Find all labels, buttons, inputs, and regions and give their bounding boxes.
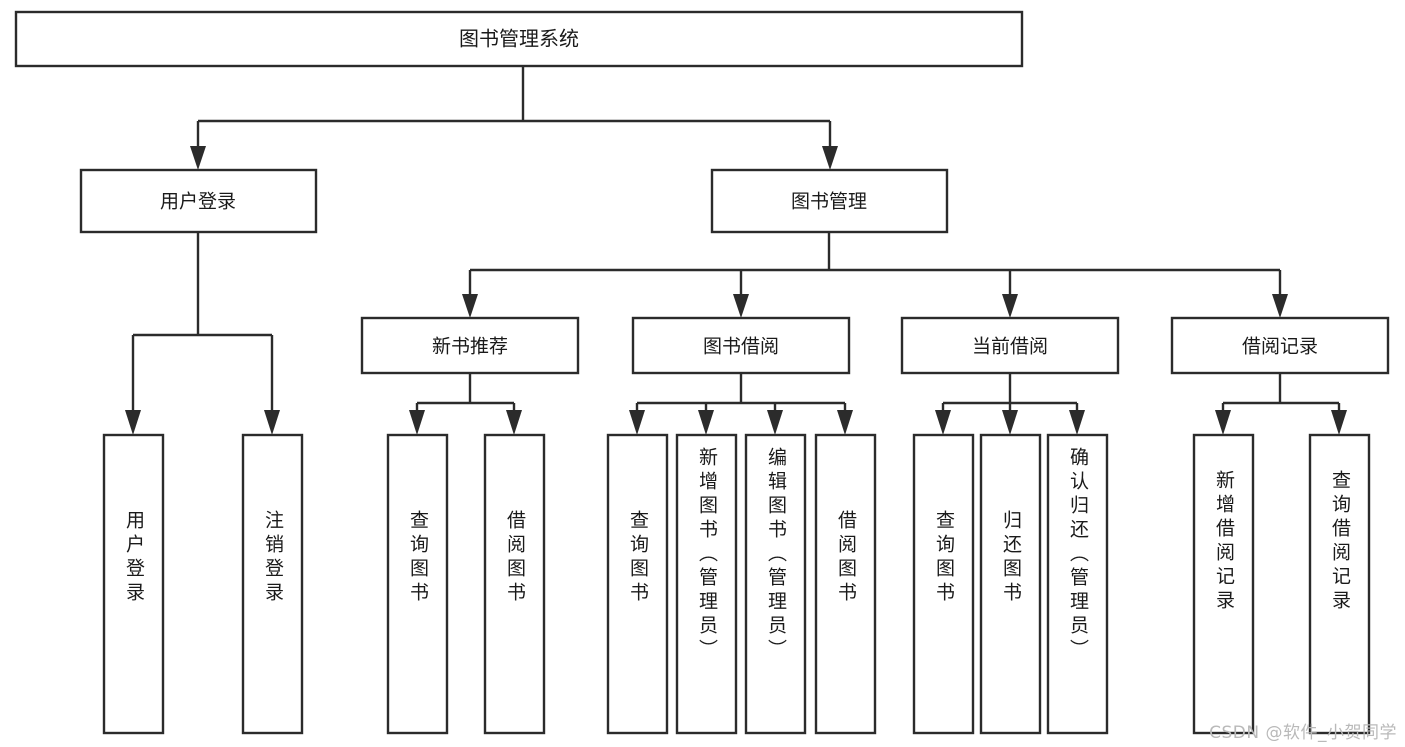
arrow-current-borrow bbox=[1002, 294, 1018, 318]
node-new-book-recommend: 新书推荐 bbox=[360, 316, 580, 375]
arrow-current-borrow-leaf-1 bbox=[935, 410, 951, 435]
node-user-login: 用户登录 bbox=[79, 168, 318, 234]
arrow-book-borrow-leaf-2 bbox=[698, 410, 714, 435]
leaf-box-book-borrow-3 bbox=[744, 433, 807, 735]
root-label: 图书管理系统 bbox=[459, 27, 579, 51]
book-manage-box bbox=[710, 168, 949, 234]
leaf-box-book-borrow-4 bbox=[814, 433, 877, 735]
node-book-borrow: 图书借阅 bbox=[631, 316, 851, 375]
leaf-box-user-login-2 bbox=[241, 433, 304, 735]
root-box bbox=[14, 10, 1024, 68]
csdn-watermark: CSDN @软件_小贺同学 bbox=[1209, 723, 1397, 743]
leaf-box-borrow-record-1 bbox=[1192, 433, 1255, 735]
leaf-box-book-borrow-2 bbox=[675, 433, 738, 735]
new-book-recommend-box bbox=[360, 316, 580, 375]
leaf-box-book-borrow-1 bbox=[606, 433, 669, 735]
arrow-to-book-manage bbox=[822, 146, 838, 170]
current-borrow-box bbox=[900, 316, 1120, 375]
new-book-recommend-label: 新书推荐 bbox=[432, 336, 508, 358]
arrow-borrow-record-leaf-2 bbox=[1331, 410, 1347, 435]
arrow-borrow-record-leaf-1 bbox=[1215, 410, 1231, 435]
arrow-current-borrow-leaf-3 bbox=[1069, 410, 1085, 435]
arrow-new-book bbox=[462, 294, 478, 318]
current-borrow-label: 当前借阅 bbox=[972, 336, 1048, 358]
node-current-borrow: 当前借阅 bbox=[900, 316, 1120, 375]
arrow-new-book-leaf-1 bbox=[409, 410, 425, 435]
leaf-box-current-borrow-3 bbox=[1046, 433, 1109, 735]
arrow-book-borrow-leaf-4 bbox=[837, 410, 853, 435]
arrow-borrow-record bbox=[1272, 294, 1288, 318]
book-borrow-box bbox=[631, 316, 851, 375]
book-borrow-label: 图书借阅 bbox=[703, 336, 779, 358]
node-borrow-record: 借阅记录 bbox=[1170, 316, 1390, 375]
book-manage-label: 图书管理 bbox=[791, 191, 867, 213]
leaf-box-user-login-1 bbox=[102, 433, 165, 735]
node-book-manage: 图书管理 bbox=[710, 168, 949, 234]
arrow-book-borrow-leaf-3 bbox=[767, 410, 783, 435]
borrow-record-box bbox=[1170, 316, 1390, 375]
leaf-box-current-borrow-2 bbox=[979, 433, 1042, 735]
borrow-record-label: 借阅记录 bbox=[1242, 336, 1318, 358]
leaf-box-borrow-record-2 bbox=[1308, 433, 1371, 735]
user-login-label: 用户登录 bbox=[160, 191, 236, 213]
leaf-box-new-book-2 bbox=[483, 433, 546, 735]
arrow-book-borrow bbox=[733, 294, 749, 318]
arrow-new-book-leaf-2 bbox=[506, 410, 522, 435]
node-root: 图书管理系统 bbox=[14, 10, 1024, 68]
arrow-current-borrow-leaf-2 bbox=[1002, 410, 1018, 435]
arrow-to-user-login bbox=[190, 146, 206, 170]
arrow-book-borrow-leaf-1 bbox=[629, 410, 645, 435]
arrow-user-login-leaf-2 bbox=[264, 410, 280, 435]
leaf-box-current-borrow-1 bbox=[912, 433, 975, 735]
arrow-user-login-leaf-1 bbox=[125, 410, 141, 435]
leaf-box-new-book-1 bbox=[386, 433, 449, 735]
